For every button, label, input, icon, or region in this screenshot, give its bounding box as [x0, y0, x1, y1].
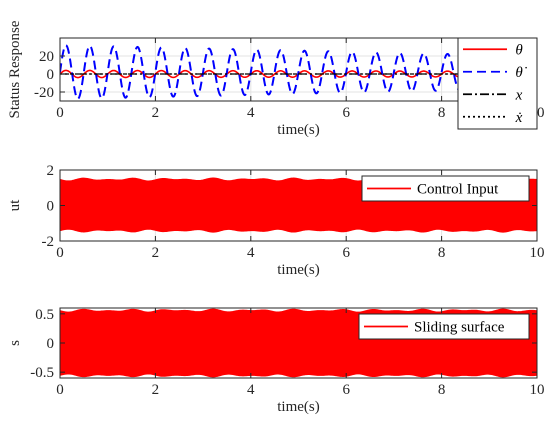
legend: θθ̇xẋ — [457, 37, 538, 130]
x-tick-label: 6 — [342, 245, 350, 261]
x-axis-label: time(s) — [277, 399, 320, 415]
x-tick-label: 4 — [247, 382, 255, 398]
x-tick-label: 8 — [438, 245, 446, 261]
y-axis-label: Status Response — [7, 20, 23, 118]
series-2-line — [60, 44, 537, 100]
y-tick-label: 0.5 — [35, 307, 54, 323]
x-tick-label: 2 — [152, 245, 160, 261]
x-tick-label: 8 — [438, 105, 446, 121]
legend-entry-label: ẋ — [515, 110, 523, 126]
y-tick-label: 2 — [47, 163, 55, 179]
y-tick-label: 0 — [47, 336, 55, 352]
y-tick-label: -2 — [42, 234, 55, 250]
x-tick-label: 0 — [56, 382, 64, 398]
legend-entry-label: θ — [515, 42, 523, 58]
legend-entry-label: x — [515, 87, 523, 103]
x-tick-label: 6 — [342, 382, 350, 398]
legend: Control Input — [361, 175, 530, 202]
x-tick-label: 6 — [342, 105, 350, 121]
y-tick-label: 0 — [47, 199, 55, 215]
x-axis-label: time(s) — [277, 122, 320, 138]
x-tick-label: 8 — [438, 382, 446, 398]
y-axis-label: s — [7, 340, 23, 346]
y-axis-label: ut — [7, 199, 23, 212]
y-tick-label: -0.5 — [30, 365, 54, 381]
x-tick-label: 2 — [152, 105, 160, 121]
x-tick-label: 10 — [530, 245, 545, 261]
y-tick-label: -20 — [34, 85, 54, 101]
x-tick-label: 10 — [530, 382, 545, 398]
x-tick-label: 0 — [56, 245, 64, 261]
legend-entry-label: Control Input — [417, 182, 499, 198]
y-tick-label: 0 — [47, 67, 55, 83]
x-tick-label: 0 — [56, 105, 64, 121]
y-tick-label: 20 — [39, 49, 54, 65]
x-tick-label: 2 — [152, 382, 160, 398]
legend: Sliding surface — [358, 313, 530, 340]
legend-entry-label: Sliding surface — [414, 320, 505, 336]
x-tick-label: 4 — [247, 105, 255, 121]
x-axis-label: time(s) — [277, 262, 320, 278]
legend-box — [457, 37, 538, 130]
x-tick-label: 4 — [247, 245, 255, 261]
